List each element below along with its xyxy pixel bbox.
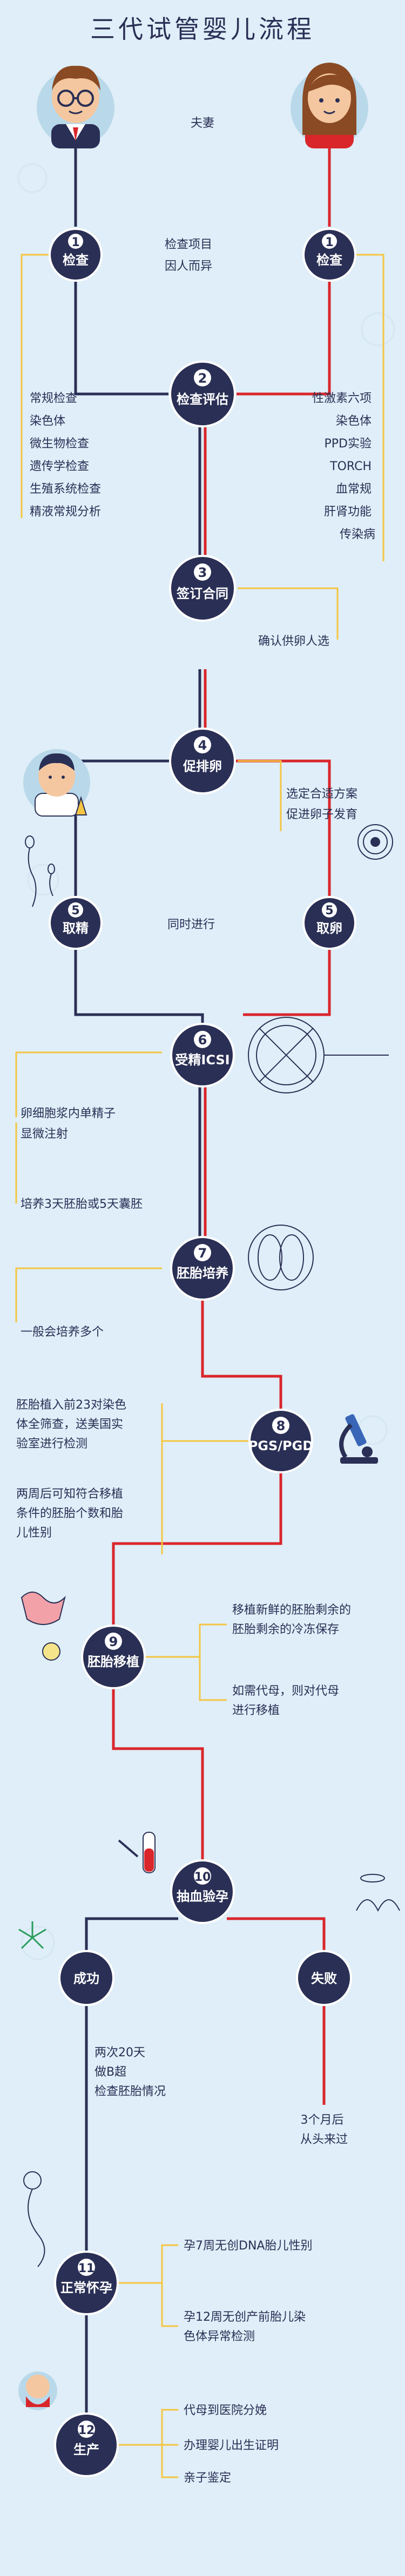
culture-note-b: 一般会培养多个 bbox=[21, 1326, 104, 1339]
simultaneous-note: 同时进行 bbox=[167, 918, 215, 932]
step-label: 取卵 bbox=[316, 921, 342, 936]
failure-note: 3个月后 从头来过 bbox=[300, 2113, 348, 2146]
step-label: 胚胎培养 bbox=[176, 1266, 228, 1281]
step-3-contract[interactable]: 3 签订合同 bbox=[169, 555, 236, 622]
step-label: 签订合同 bbox=[176, 586, 228, 601]
page-title: 三代试管婴儿流程 bbox=[90, 15, 315, 44]
step-4-ovulation[interactable]: 4 促排卵 bbox=[169, 728, 236, 794]
step-12-birth[interactable]: 12 生产 bbox=[54, 2412, 119, 2477]
wife-avatar bbox=[291, 63, 368, 148]
step-label: 正常怀孕 bbox=[60, 2280, 112, 2295]
microscope-icon bbox=[339, 1414, 378, 1464]
outcome-success[interactable]: 成功 bbox=[58, 1950, 114, 2006]
step-label: 受精ICSI bbox=[175, 1052, 230, 1068]
step-number: 12 bbox=[78, 2424, 95, 2437]
fireworks-icon bbox=[18, 1921, 46, 1949]
male-exam-list: 常规检查 染色体 微生物检查 遗传学检查 生殖系统检查 精液常规分析 bbox=[30, 392, 105, 519]
step-11-pregnancy[interactable]: 11 正常怀孕 bbox=[54, 2251, 119, 2315]
blood-tube-icon bbox=[118, 1832, 156, 1873]
step-10-pregnancy-test[interactable]: 10 抽血验孕 bbox=[170, 1859, 235, 1924]
egg-sketch-icon bbox=[357, 824, 393, 860]
step-label: 促排卵 bbox=[183, 759, 222, 774]
step-8-pgs-pgd[interactable]: 8 PGS/PGD bbox=[248, 1409, 314, 1473]
icsi-sketch-icon bbox=[248, 1017, 389, 1093]
step-2-evaluation[interactable]: 2 检查评估 bbox=[169, 361, 236, 427]
outcome-failure[interactable]: 失败 bbox=[296, 1950, 352, 2006]
angel-wings-icon bbox=[356, 1874, 400, 1912]
step-label: 检查 bbox=[316, 253, 342, 268]
step-6-icsi[interactable]: 6 受精ICSI bbox=[170, 1023, 235, 1088]
exam-items-note: 检查项目 因人而异 bbox=[165, 238, 216, 273]
birth-notes: 代母到医院分娩 办理婴儿出生证明 亲子鉴定 bbox=[184, 2404, 282, 2485]
contract-note: 确认供卵人选 bbox=[258, 635, 329, 648]
female-exam-list: 性激素六项 染色体 PPD实验 TORCH 血常规 肝肾功能 传染病 bbox=[312, 392, 375, 541]
pgs-note-a: 胚胎植入前23对染色 体全筛查，送美国实 验室进行检测 bbox=[16, 1398, 130, 1451]
ovulation-note: 选定合适方案 促进卵子发育 bbox=[286, 787, 361, 821]
step-number: 6 bbox=[198, 1032, 207, 1048]
step-label: 生产 bbox=[73, 2442, 99, 2457]
culture-note-a: 培养3天胚胎或5天囊胚 bbox=[21, 1198, 143, 1211]
step-number: 9 bbox=[109, 1634, 118, 1649]
step-number: 5 bbox=[325, 904, 333, 917]
step-1-exam-male[interactable]: 1 检查 bbox=[49, 228, 103, 282]
step-label: 取精 bbox=[63, 921, 89, 936]
step-label: 胚胎移植 bbox=[87, 1654, 139, 1669]
step-number: 8 bbox=[276, 1418, 286, 1433]
uterus-icon bbox=[21, 1592, 66, 1661]
step-number: 2 bbox=[198, 371, 207, 386]
pgs-note-b: 两周后可知符合移植 条件的胚胎个数和胎 儿性别 bbox=[16, 1487, 127, 1540]
step-number: 5 bbox=[71, 904, 79, 917]
step-number: 1 bbox=[71, 236, 79, 249]
step-number: 4 bbox=[198, 738, 207, 753]
pregnant-woman-sketch-icon bbox=[23, 2171, 45, 2267]
step-number: 7 bbox=[198, 1246, 207, 1261]
baby-icon bbox=[18, 2371, 57, 2410]
step-number: 11 bbox=[78, 2262, 95, 2275]
step-number: 3 bbox=[198, 565, 207, 580]
outcome-label: 成功 bbox=[73, 1971, 99, 1986]
step-number: 1 bbox=[325, 236, 333, 249]
step-7-embryo-culture[interactable]: 7 胚胎培养 bbox=[170, 1236, 235, 1301]
step-label: 检查 bbox=[63, 253, 89, 268]
step-5-sperm-retrieval[interactable]: 5 取精 bbox=[49, 896, 103, 950]
outcome-label: 失败 bbox=[311, 1971, 337, 1986]
step-label: 抽血验孕 bbox=[177, 1889, 228, 1904]
pregnancy-note-b: 孕12周无创产前胎儿染 色体异常检测 bbox=[184, 2310, 309, 2343]
step-number: 10 bbox=[194, 1871, 211, 1884]
embryo-sketch-icon bbox=[248, 1225, 314, 1290]
step-9-embryo-transfer[interactable]: 9 胚胎移植 bbox=[81, 1625, 146, 1689]
step-5-egg-retrieval[interactable]: 5 取卵 bbox=[302, 896, 356, 950]
doctor-illustration bbox=[23, 749, 90, 817]
step-label: 检查评估 bbox=[177, 392, 228, 407]
step-1-exam-female[interactable]: 1 检查 bbox=[302, 228, 356, 282]
transfer-note-a: 移植新鲜的胚胎剩余的 胚胎剩余的冷冻保存 bbox=[232, 1603, 355, 1636]
step-label: PGS/PGD bbox=[248, 1438, 314, 1453]
icsi-note: 卵细胞浆内单精子 显微注射 bbox=[21, 1107, 119, 1141]
husband-avatar bbox=[37, 65, 114, 148]
transfer-note-b: 如需代母，则对代母 进行移植 bbox=[232, 1684, 343, 1717]
sperm-sketch-icon bbox=[25, 835, 55, 907]
pregnancy-note-a: 孕7周无创DNA胎儿性别 bbox=[184, 2239, 312, 2253]
success-note: 两次20天 做B超 检查胚胎情况 bbox=[94, 2046, 166, 2098]
couple-label: 夫妻 bbox=[191, 117, 214, 130]
